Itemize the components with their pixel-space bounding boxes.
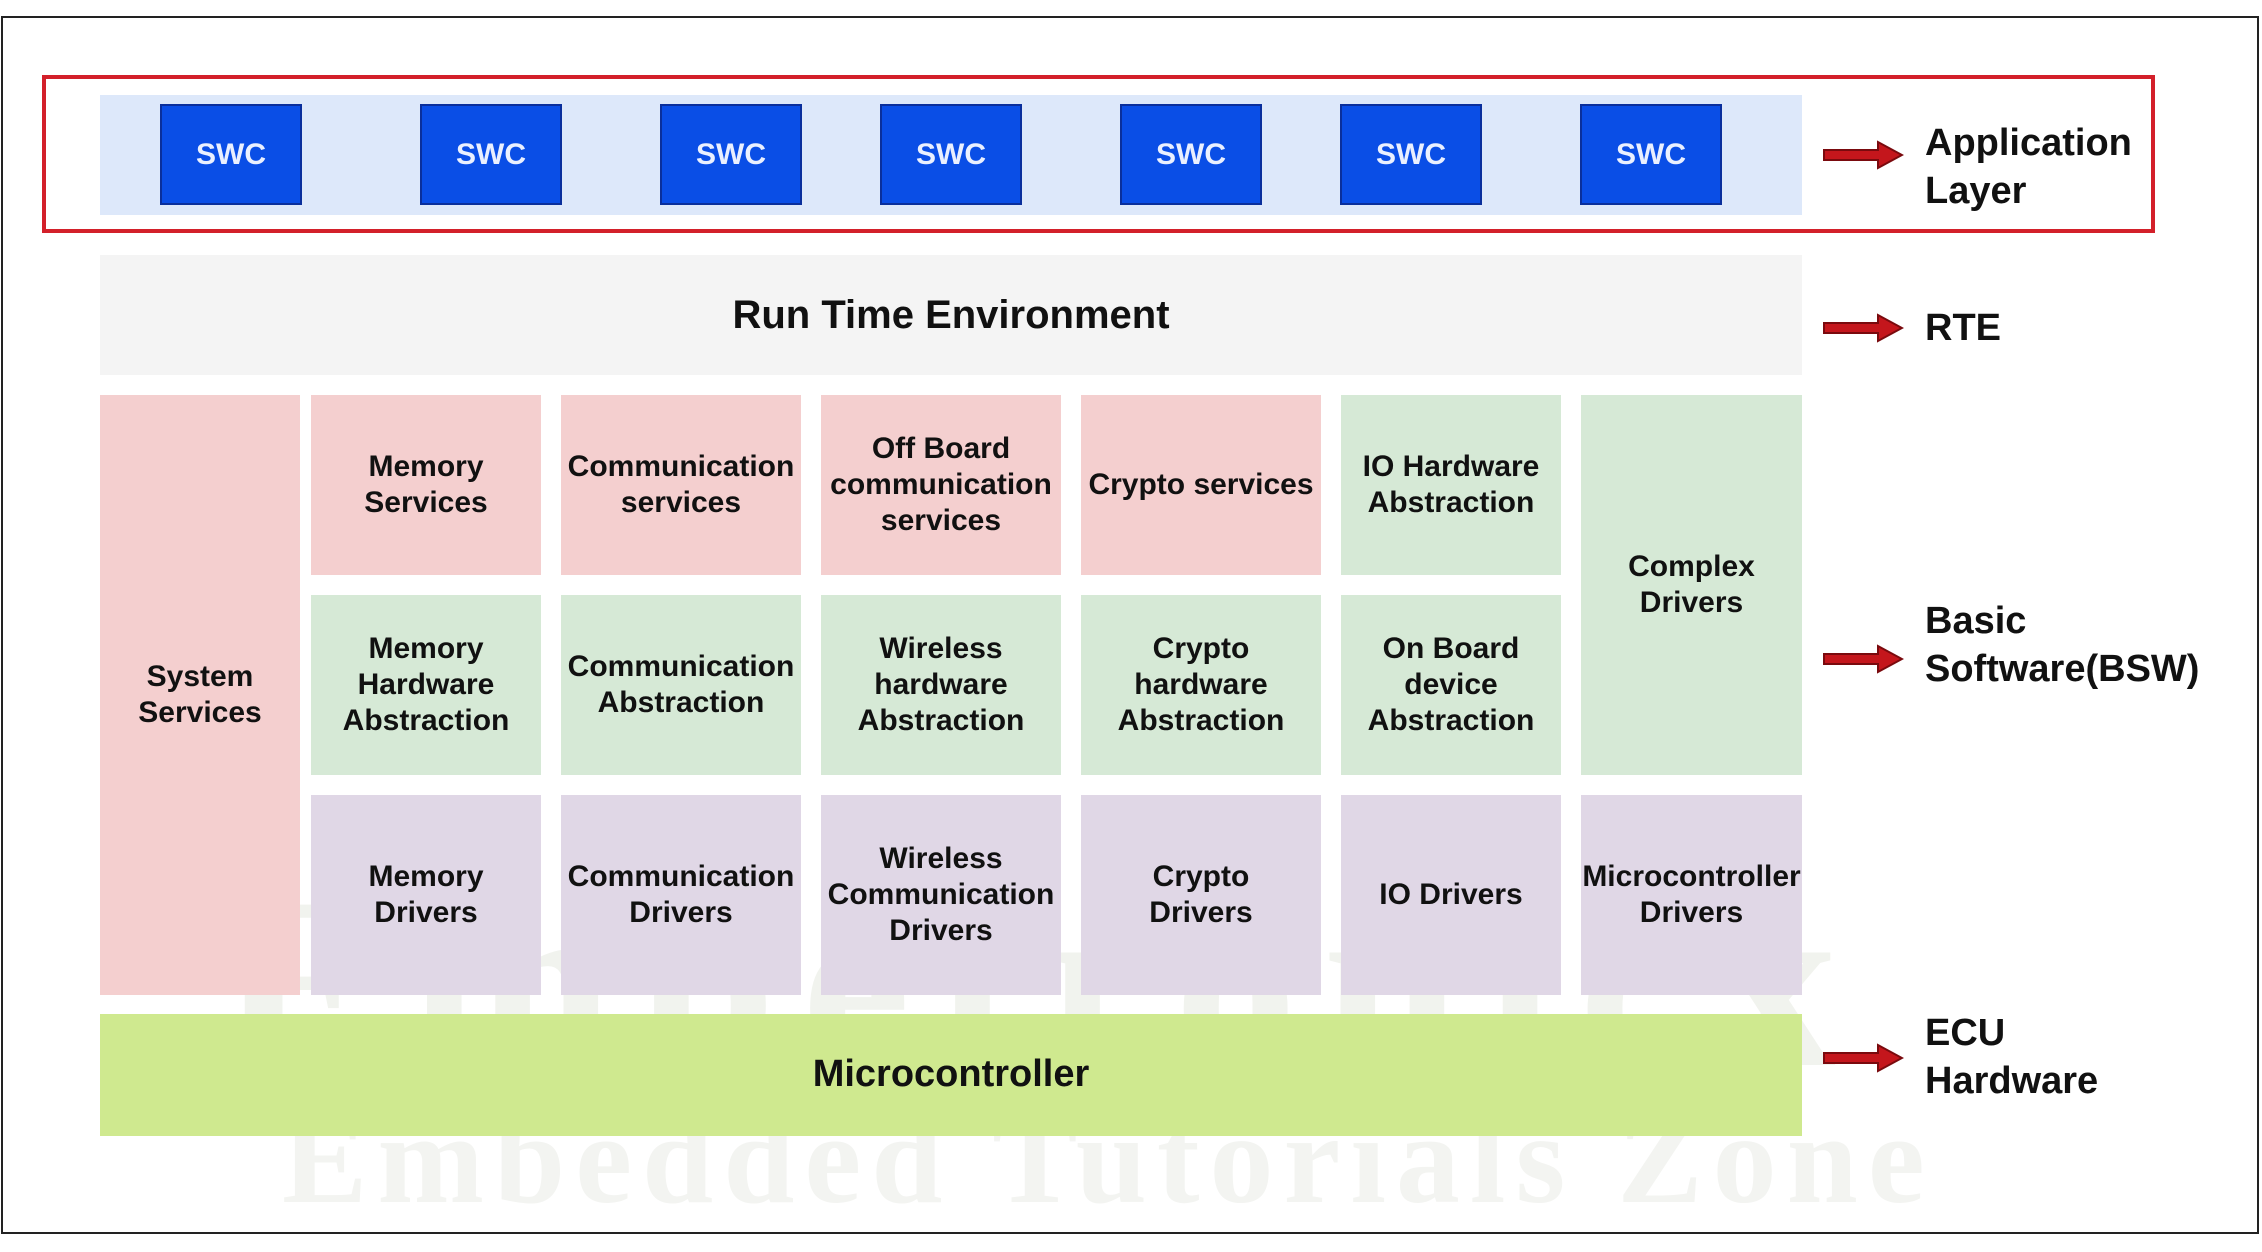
- rte-side-label: RTE: [1925, 307, 2001, 349]
- crypto-drivers-label: Crypto Drivers: [1149, 860, 1253, 929]
- communication-abstraction-block: Communication Abstraction: [561, 595, 801, 775]
- crypto-services-block: Crypto services: [1081, 395, 1321, 575]
- microcontroller-drivers-label: Microcontroller Drivers: [1582, 860, 1801, 929]
- crypto-drivers-block: Crypto Drivers: [1081, 795, 1321, 995]
- swc-block: SWC: [1580, 104, 1722, 205]
- arrow-right-icon: [1823, 1043, 1904, 1073]
- communication-drivers-block: Communication Drivers: [561, 795, 801, 995]
- wireless-hardware-abstraction-label: Wireless hardware Abstraction: [857, 632, 1025, 737]
- arrow-right-icon: [1823, 140, 1904, 170]
- system-services-label: System Services: [138, 660, 262, 729]
- io-drivers-block: IO Drivers: [1341, 795, 1561, 995]
- memory-services-label: Memory Services: [364, 450, 488, 519]
- wireless-communication-drivers-label: Wireless Communication Drivers: [827, 842, 1055, 947]
- wireless-hardware-abstraction-block: Wireless hardware Abstraction: [821, 595, 1061, 775]
- arrow-right-icon: [1823, 313, 1904, 343]
- complex-drivers-label: Complex Drivers: [1628, 550, 1755, 619]
- communication-abstraction-label: Communication Abstraction: [567, 650, 795, 719]
- application-layer-highlight: [42, 75, 2155, 233]
- memory-services-block: Memory Services: [311, 395, 541, 575]
- complex-drivers-block: Complex Drivers: [1581, 395, 1802, 775]
- swc-block: SWC: [160, 104, 302, 205]
- rte-label: Run Time Environment: [732, 293, 1170, 337]
- io-drivers-label: IO Drivers: [1379, 878, 1523, 911]
- swc-block: SWC: [660, 104, 802, 205]
- io-hardware-abstraction-block: IO Hardware Abstraction: [1341, 395, 1561, 575]
- ecu-hardware-side-label: ECU Hardware: [1925, 1012, 2099, 1102]
- communication-services-label: Communication services: [567, 450, 795, 519]
- crypto-services-label: Crypto services: [1088, 468, 1314, 501]
- offboard-communication-services-label: Off Board communication services: [830, 432, 1052, 537]
- microcontroller-label: Microcontroller: [812, 1053, 1090, 1096]
- microcontroller-block: Microcontroller: [100, 1014, 1802, 1136]
- crypto-hardware-abstraction-block: Crypto hardware Abstraction: [1081, 595, 1321, 775]
- communication-services-block: Communication services: [561, 395, 801, 575]
- memory-hardware-abstraction-block: Memory Hardware Abstraction: [311, 595, 541, 775]
- communication-drivers-label: Communication Drivers: [567, 860, 795, 929]
- swc-block: SWC: [1120, 104, 1262, 205]
- application-layer-side-label: Application Layer: [1925, 122, 2132, 212]
- memory-drivers-block: Memory Drivers: [311, 795, 541, 995]
- offboard-communication-services-block: Off Board communication services: [821, 395, 1061, 575]
- bsw-side-label: Basic Software(BSW): [1925, 600, 2200, 690]
- onboard-device-abstraction-block: On Board device Abstraction: [1341, 595, 1561, 775]
- swc-block: SWC: [420, 104, 562, 205]
- onboard-device-abstraction-label: On Board device Abstraction: [1367, 632, 1535, 737]
- memory-hardware-abstraction-label: Memory Hardware Abstraction: [342, 632, 510, 737]
- arrow-right-icon: [1823, 644, 1904, 674]
- swc-block: SWC: [1340, 104, 1482, 205]
- io-hardware-abstraction-label: IO Hardware Abstraction: [1362, 450, 1540, 519]
- system-services-block: System Services: [100, 395, 300, 995]
- microcontroller-drivers-block: Microcontroller Drivers: [1581, 795, 1802, 995]
- swc-block: SWC: [880, 104, 1022, 205]
- rte-block: Run Time Environment: [100, 255, 1802, 375]
- wireless-communication-drivers-block: Wireless Communication Drivers: [821, 795, 1061, 995]
- crypto-hardware-abstraction-label: Crypto hardware Abstraction: [1117, 632, 1285, 737]
- memory-drivers-label: Memory Drivers: [368, 860, 484, 929]
